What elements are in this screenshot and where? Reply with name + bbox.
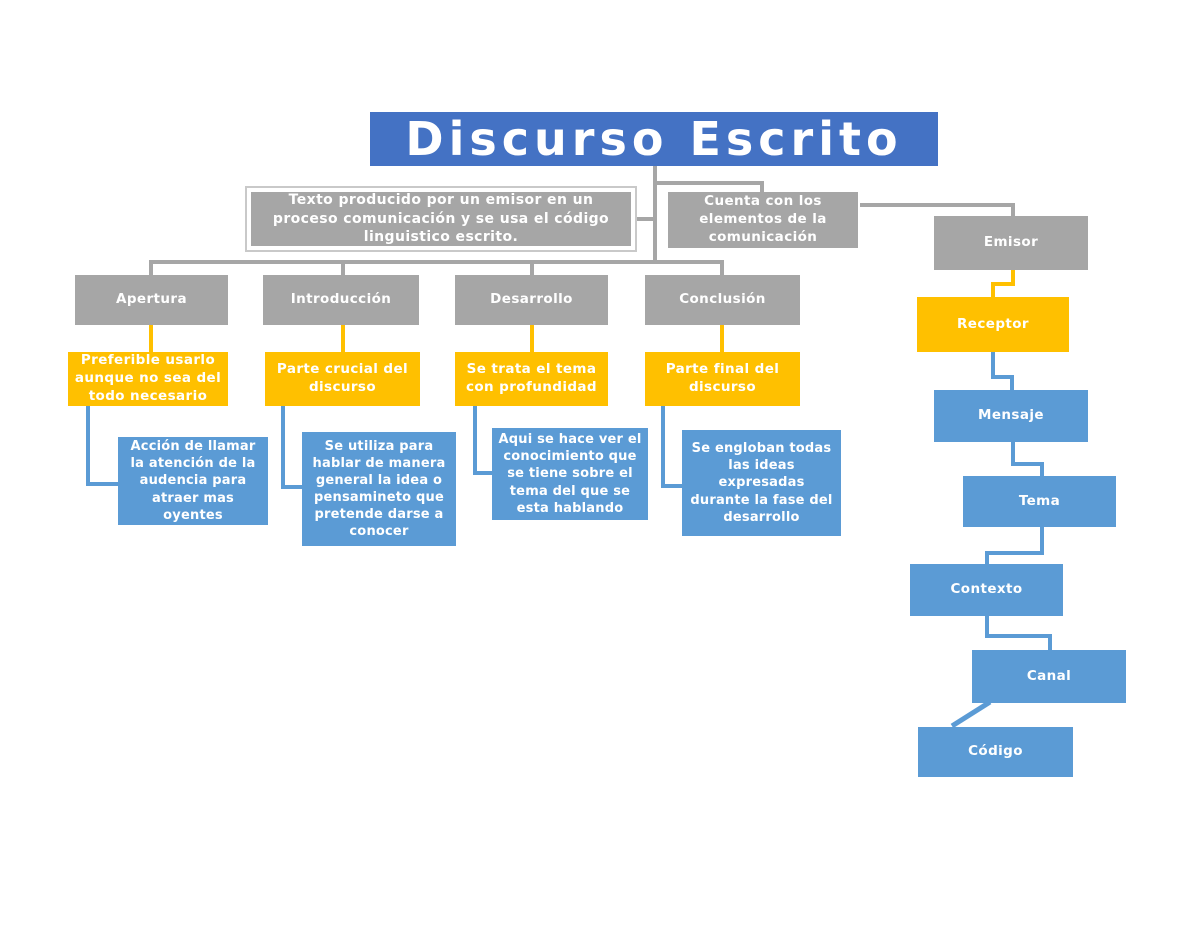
element-emisor: Emisor <box>934 216 1088 270</box>
detail-desarrollo: Aqui se hace ver el conocimiento que se … <box>492 428 648 520</box>
definition-box: Texto producido por un emisor en un proc… <box>245 186 637 252</box>
connector-mensaje-tema <box>1011 442 1044 476</box>
detail-introduccion: Se utiliza para hablar de manera general… <box>302 432 456 546</box>
connector-emisor-receptor <box>991 270 1015 297</box>
blue-connectors <box>86 352 1052 729</box>
note-desarrollo: Se trata el tema con profundidad <box>455 352 608 406</box>
connector-note1-detail1 <box>86 406 118 486</box>
detail-apertura: Acción de llamar la atención de la auden… <box>118 437 268 525</box>
connector-receptor-mensaje <box>991 352 1014 390</box>
gray-connectors <box>149 166 1015 275</box>
connector-contexto-canal <box>985 616 1052 650</box>
element-mensaje: Mensaje <box>934 390 1088 442</box>
section-apertura: Apertura <box>75 275 228 325</box>
connector-rail-sections <box>149 260 724 275</box>
element-contexto: Contexto <box>910 564 1063 616</box>
orange-connectors <box>149 270 1015 352</box>
connector-note2-detail2 <box>281 406 302 489</box>
elements-note-box: Cuenta con los elementos de la comunicac… <box>668 192 858 248</box>
element-tema: Tema <box>963 476 1116 527</box>
element-codigo: Código <box>918 727 1073 777</box>
element-canal: Canal <box>972 650 1126 703</box>
page-title: Discurso Escrito <box>370 112 938 166</box>
note-apertura: Preferible usarlo aunque no sea del todo… <box>68 352 228 406</box>
connector-canal-codigo <box>950 699 992 729</box>
connector-tema-contexto <box>985 527 1044 564</box>
section-desarrollo: Desarrollo <box>455 275 608 325</box>
connector-note3-detail3 <box>473 406 492 475</box>
element-receptor: Receptor <box>917 297 1069 352</box>
connector-note4-detail4 <box>661 406 682 488</box>
connector-title-to-elements-note <box>655 181 764 192</box>
section-conclusion: Conclusión <box>645 275 800 325</box>
connector-elements-to-emisor <box>860 203 1015 216</box>
note-introduccion: Parte crucial del discurso <box>265 352 420 406</box>
section-introduccion: Introducción <box>263 275 419 325</box>
note-conclusion: Parte final del discurso <box>645 352 800 406</box>
detail-conclusion: Se engloban todas las ideas expresadas d… <box>682 430 841 536</box>
